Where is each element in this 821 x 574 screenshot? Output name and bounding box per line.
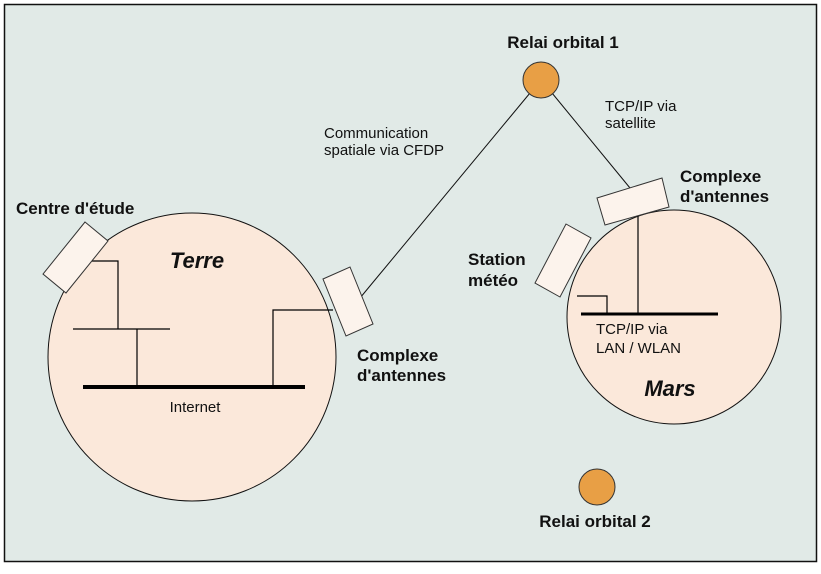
earth-network-label: Internet	[170, 399, 222, 416]
relay-mars-link-label-line1: TCP/IP via	[605, 98, 677, 115]
mars-label: Mars	[644, 376, 695, 401]
relay2-icon	[578, 468, 616, 506]
mars-network-label-line2: LAN / WLAN	[596, 340, 681, 357]
mars-antenna-label-line2: d'antennes	[680, 187, 769, 206]
study-center-label: Centre d'étude	[16, 199, 134, 218]
weather-station-label-line2: météo	[468, 271, 518, 290]
study-center-device	[42, 221, 109, 294]
earth-planet: Terre Internet	[47, 212, 337, 502]
mars-antenna-label-line1: Complexe	[680, 167, 761, 186]
earth-circle	[47, 212, 337, 502]
mars-weather-station-link	[577, 295, 608, 314]
earth-study-center-link	[92, 260, 119, 329]
relay1-icon	[522, 61, 560, 99]
earth-relay-link-label-line2: spatiale via CFDP	[324, 142, 444, 159]
earth-antenna-label-line1: Complexe	[357, 346, 438, 365]
mars-network-label-line1: TCP/IP via	[596, 321, 668, 338]
mars-planet: TCP/IP via LAN / WLAN Mars	[566, 209, 782, 425]
mars-antenna-complex-device	[596, 177, 670, 226]
earth-antenna-label-line2: d'antennes	[357, 366, 446, 385]
link-relay1-mars	[551, 92, 631, 189]
relay-mars-link-label-line2: satellite	[605, 115, 656, 132]
relay2-label: Relai orbital 2	[539, 512, 650, 531]
weather-station-device	[534, 223, 592, 298]
earth-label: Terre	[170, 248, 224, 273]
weather-station-label-line1: Station	[468, 250, 526, 269]
earth-relay-link-label-line1: Communication	[324, 125, 428, 142]
earth-antenna-link	[272, 309, 333, 387]
earth-antenna-complex-device	[322, 266, 374, 337]
mars-circle	[566, 209, 782, 425]
relay1-label: Relai orbital 1	[507, 33, 618, 52]
link-earth-relay1	[359, 92, 531, 299]
